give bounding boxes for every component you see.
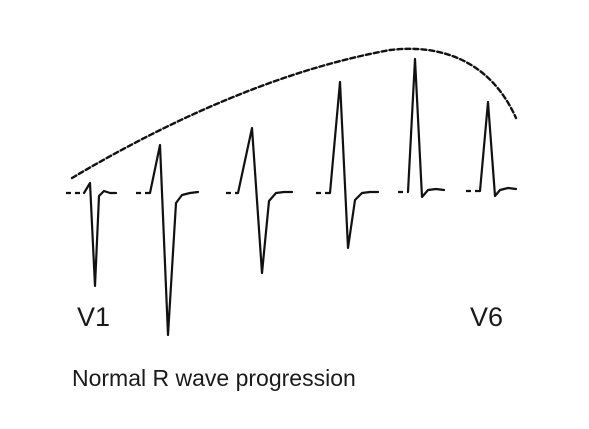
ecg-trace-1 [82,181,118,288]
ecg-trace-6 [478,100,518,198]
qrs-complex-4 [316,80,380,250]
r-wave-envelope-curve [70,47,518,180]
ecg-trace-4 [328,80,380,250]
qrs-complex-6 [466,100,518,198]
qrs-complex-2 [136,143,200,337]
ecg-trace-2 [148,143,200,337]
lead-label-v6: V6 [470,302,503,332]
lead-label-v1: V1 [77,302,110,332]
qrs-complex-1 [66,181,118,288]
qrs-complex-5 [398,57,446,199]
ecg-trace-3 [236,126,294,275]
qrs-complex-3 [226,126,294,275]
ecg-trace-5 [406,57,446,199]
caption: Normal R wave progression [72,365,356,391]
